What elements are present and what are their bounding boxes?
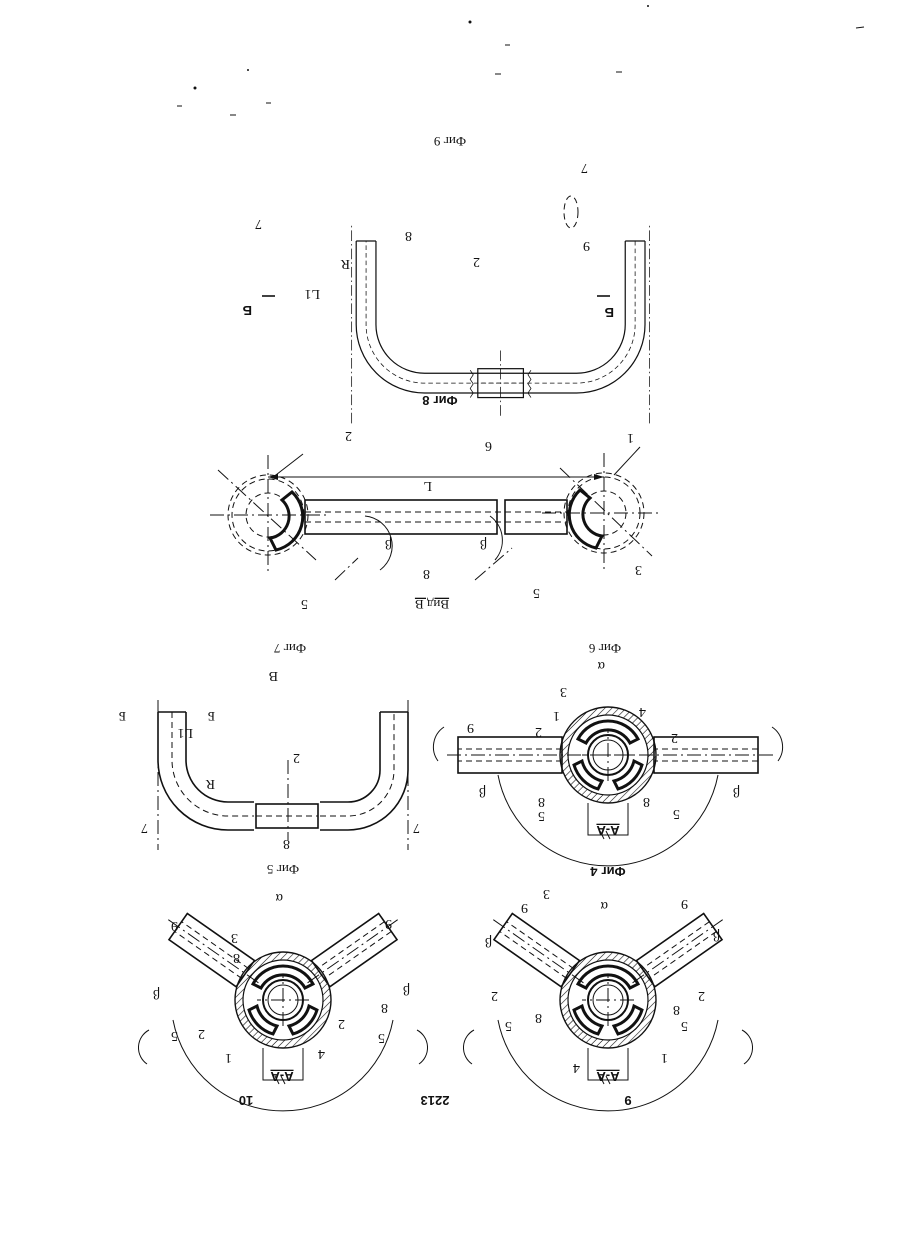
svg-text:7: 7 (255, 216, 262, 231)
svg-text:9: 9 (583, 238, 590, 253)
figure-8: Фиг 8 L 1 2 6 3 8 (210, 393, 662, 612)
svg-text:2: 2 (338, 1016, 345, 1031)
svg-text:8: 8 (538, 794, 545, 809)
fig5-section-label: А-А (270, 1069, 294, 1084)
svg-text:8: 8 (283, 836, 290, 851)
svg-text:7: 7 (413, 820, 420, 835)
svg-text:4: 4 (573, 1060, 580, 1075)
svg-text:R: R (205, 776, 215, 791)
svg-text:9: 9 (521, 900, 528, 915)
svg-text:8: 8 (673, 1002, 680, 1017)
svg-text:2: 2 (473, 254, 480, 269)
svg-text:2: 2 (198, 1026, 205, 1041)
fig7-caption: Фиг 7 (273, 641, 306, 656)
svg-text:β: β (713, 928, 720, 943)
svg-text:9: 9 (385, 916, 392, 931)
svg-text:α: α (600, 898, 608, 913)
svg-text:β: β (480, 536, 487, 551)
svg-text:5: 5 (673, 806, 680, 821)
svg-text:2: 2 (293, 750, 300, 765)
svg-text:5: 5 (301, 596, 308, 611)
figure-5: Фиг 5 α 3 9 9 8 8 β β 2 2 5 5 1 4 А-А (138, 862, 427, 1111)
svg-text:Б: Б (119, 709, 126, 724)
svg-text:5: 5 (533, 585, 540, 600)
svg-text:8: 8 (381, 1000, 388, 1015)
svg-text:8: 8 (423, 566, 430, 581)
page-number-center: 2213 (421, 1093, 450, 1108)
svg-text:5: 5 (378, 1030, 385, 1045)
svg-text:8: 8 (233, 950, 240, 965)
scan-specks (177, 5, 864, 115)
svg-text:1: 1 (553, 708, 560, 723)
figure-4: Фиг 4 α 3 9 9 β β 2 2 8 8 5 5 4 1 А-А (463, 864, 752, 1111)
svg-text:3: 3 (543, 886, 550, 901)
figure-6: Фиг 6 α 3 4 1 2 2 9 8 8 5 5 β β А-А (433, 641, 782, 866)
svg-text:1: 1 (627, 430, 634, 445)
svg-text:β: β (153, 986, 160, 1001)
svg-text:9: 9 (681, 896, 688, 911)
svg-text:β: β (479, 784, 486, 799)
svg-text:4: 4 (318, 1046, 325, 1061)
figure-7: Фиг 7 В 7 7 2 R 8 L1 Б Б (119, 641, 420, 851)
svg-text:8: 8 (535, 1010, 542, 1025)
svg-text:5: 5 (681, 1018, 688, 1033)
svg-text:β: β (485, 934, 492, 949)
svg-text:7: 7 (581, 160, 588, 175)
figure-9: Фиг 9 7 7 8 2 R 9 L1 Б Б (243, 134, 650, 423)
svg-text:β: β (403, 982, 410, 997)
svg-text:2: 2 (535, 724, 542, 739)
fig6-section-label: А-А (596, 823, 620, 838)
svg-text:8: 8 (405, 228, 412, 243)
svg-text:5: 5 (538, 808, 545, 823)
svg-text:5: 5 (171, 1028, 178, 1043)
svg-text:2: 2 (698, 988, 705, 1003)
fig6-caption: Фиг 6 (588, 641, 621, 656)
svg-text:5: 5 (505, 1018, 512, 1033)
svg-text:4: 4 (639, 704, 646, 719)
svg-text:L1: L1 (177, 725, 193, 740)
svg-text:3: 3 (231, 930, 238, 945)
page-number-right: 10 (239, 1093, 253, 1108)
svg-text:2: 2 (345, 428, 352, 443)
svg-text:1: 1 (661, 1050, 668, 1065)
svg-text:2: 2 (491, 988, 498, 1003)
svg-text:В: В (269, 668, 278, 683)
fig4-caption: Фиг 4 (590, 864, 626, 879)
svg-text:β: β (385, 536, 392, 551)
svg-text:Б: Б (208, 709, 215, 724)
fig5-caption: Фиг 5 (267, 862, 299, 877)
svg-text:L1: L1 (304, 286, 320, 301)
svg-text:3: 3 (560, 684, 567, 699)
svg-text:9: 9 (467, 720, 474, 735)
svg-text:1: 1 (225, 1050, 232, 1065)
svg-text:α: α (597, 658, 605, 673)
fig9-caption: Фиг 9 (434, 134, 466, 149)
svg-text:3: 3 (635, 562, 642, 577)
svg-text:Б: Б (243, 303, 252, 318)
fig8-caption: Фиг 8 (422, 393, 457, 408)
page-number-left: 9 (624, 1093, 631, 1108)
svg-text:9: 9 (171, 918, 178, 933)
svg-text:R: R (340, 256, 350, 271)
svg-text:L: L (423, 478, 432, 493)
svg-text:α: α (275, 890, 283, 905)
svg-text:6: 6 (485, 438, 492, 453)
svg-text:7: 7 (141, 820, 148, 835)
svg-text:β: β (733, 784, 740, 799)
view-b-caption: Вид В (415, 597, 449, 612)
fig4-section-label: А-А (596, 1069, 620, 1084)
svg-text:Б: Б (605, 305, 614, 320)
svg-text:8: 8 (643, 794, 650, 809)
svg-text:2: 2 (671, 730, 678, 745)
